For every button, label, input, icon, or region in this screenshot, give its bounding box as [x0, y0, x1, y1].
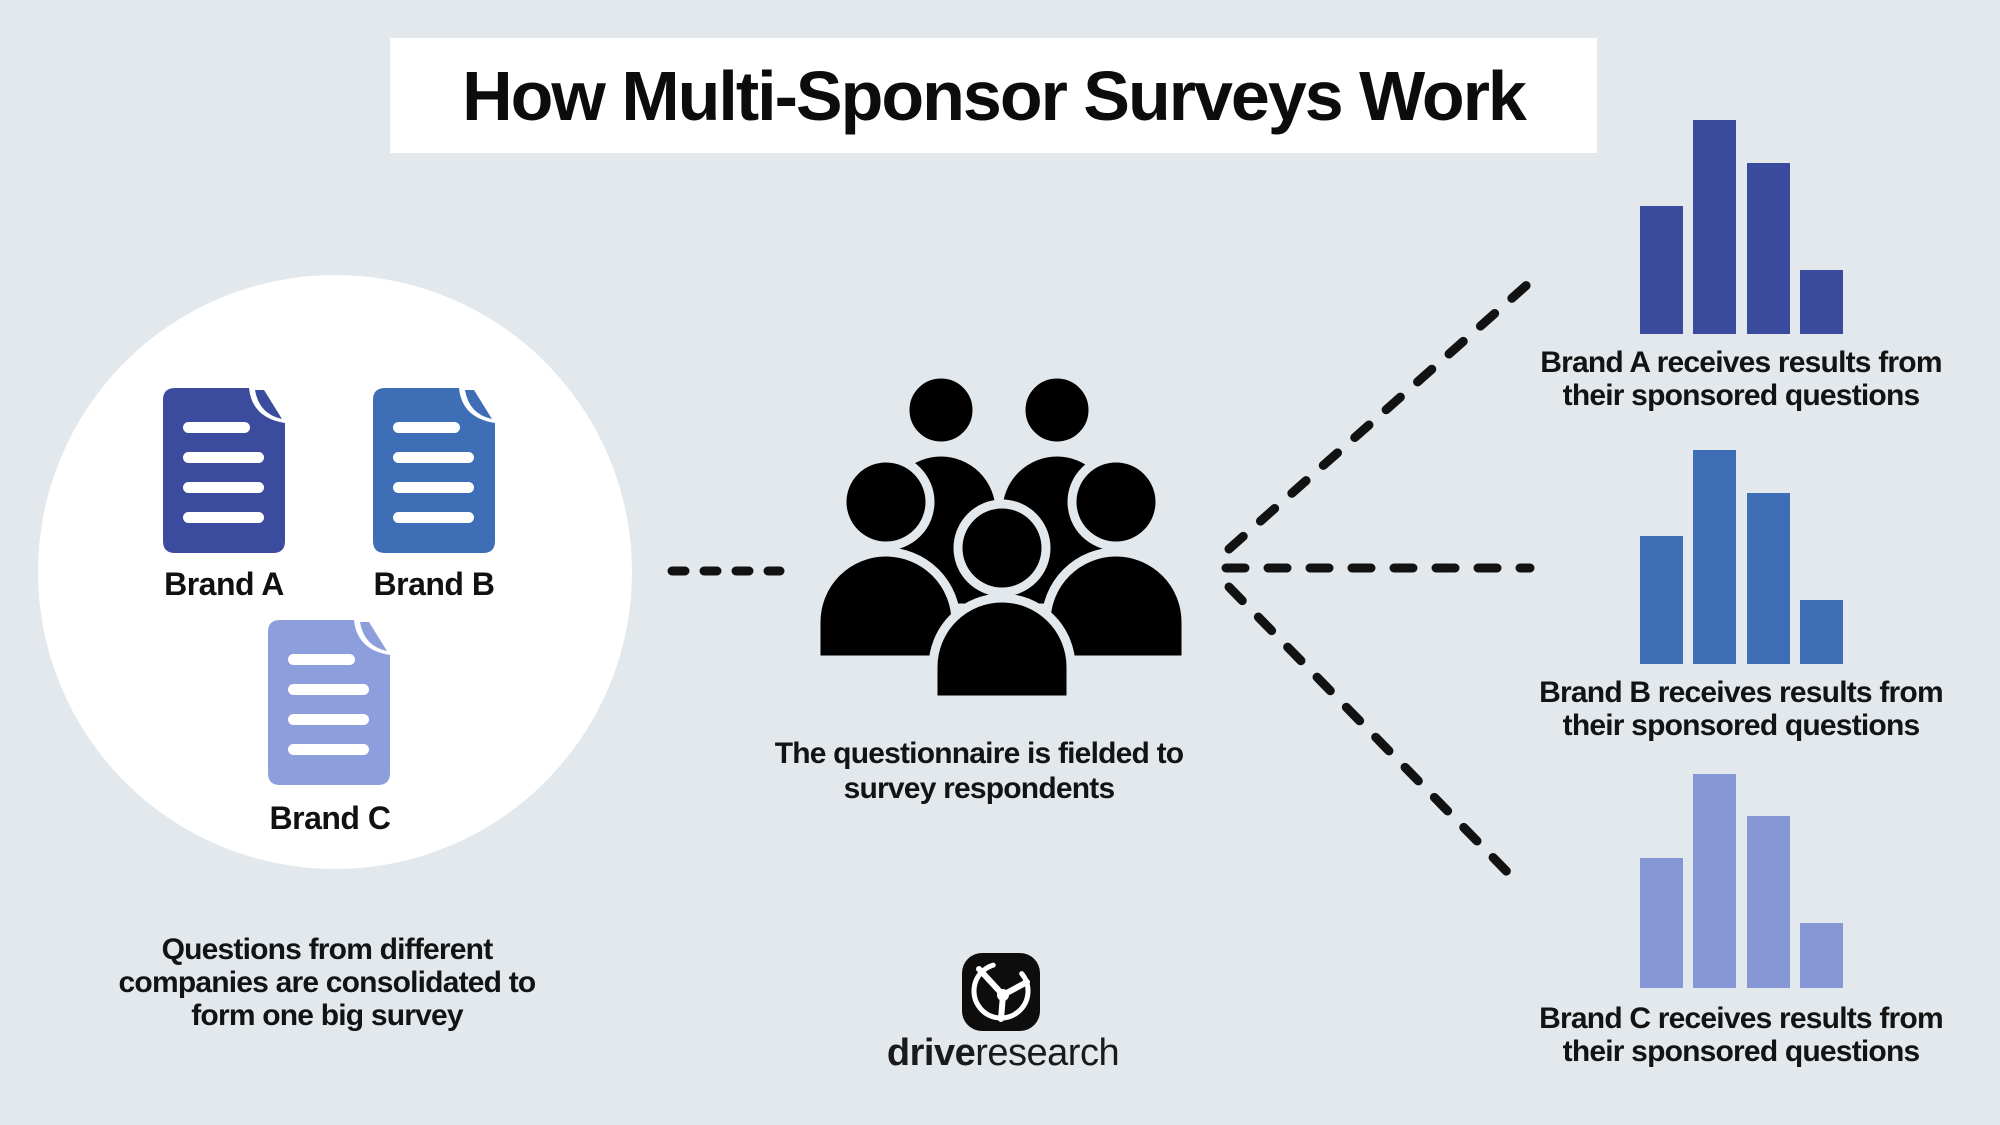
respondents-caption: The questionnaire is fielded to survey r…	[774, 737, 1184, 805]
brand-a-results-caption: Brand A receives results from their spon…	[1540, 346, 1942, 412]
bar	[1747, 493, 1790, 664]
bar	[1800, 923, 1843, 988]
bar	[1693, 120, 1736, 334]
doc-fold	[255, 390, 282, 419]
brand-c-label: Brand C	[269, 800, 391, 836]
brand-c-results-caption: Brand C receives results from their spon…	[1539, 1002, 1943, 1068]
doc-text-lines	[183, 422, 264, 523]
people-group-icon	[811, 369, 1190, 705]
person-head	[1016, 369, 1098, 451]
person-body	[928, 593, 1076, 705]
brand-c-document-icon	[268, 620, 390, 785]
bar	[1800, 600, 1843, 664]
page-title: How Multi-Sponsor Surveys Work	[462, 56, 1527, 135]
doc-fold	[360, 622, 387, 651]
person-body	[1041, 547, 1190, 665]
brand-c-bar-chart	[1640, 774, 1843, 988]
doc-text-lines	[288, 654, 369, 755]
person-head	[900, 369, 982, 451]
person-head	[837, 453, 935, 551]
doc-fold	[465, 390, 492, 419]
drive-research-wordmark: driveresearch	[886, 1032, 1120, 1074]
brand-a-bar-chart	[1640, 120, 1843, 334]
brand-b-label: Brand B	[373, 566, 495, 602]
bar	[1747, 163, 1790, 334]
person-head	[1067, 453, 1165, 551]
brand-b-bar-chart	[1640, 450, 1843, 664]
bar	[1640, 858, 1683, 988]
title-banner: How Multi-Sponsor Surveys Work	[390, 38, 1597, 153]
brand-a-document-icon	[163, 388, 285, 553]
person-body	[811, 547, 961, 665]
sources-caption: Questions from different companies are c…	[118, 933, 537, 1032]
dashed-line-to-brand-a	[1224, 271, 1542, 554]
bar	[1693, 774, 1736, 988]
bar	[1640, 536, 1683, 664]
dashed-line-to-brand-c	[1224, 582, 1522, 887]
bar	[1640, 206, 1683, 334]
brand-b-document-icon	[373, 388, 495, 553]
drive-research-logo-icon	[962, 953, 1040, 1031]
person-head	[953, 499, 1051, 597]
wheel-hub	[997, 989, 1009, 1001]
bar	[1800, 270, 1843, 334]
bar	[1747, 816, 1790, 988]
brand-b-results-caption: Brand B receives results from their spon…	[1539, 676, 1943, 742]
bar	[1693, 450, 1736, 664]
doc-text-lines	[393, 422, 474, 523]
brand-a-label: Brand A	[164, 566, 284, 602]
